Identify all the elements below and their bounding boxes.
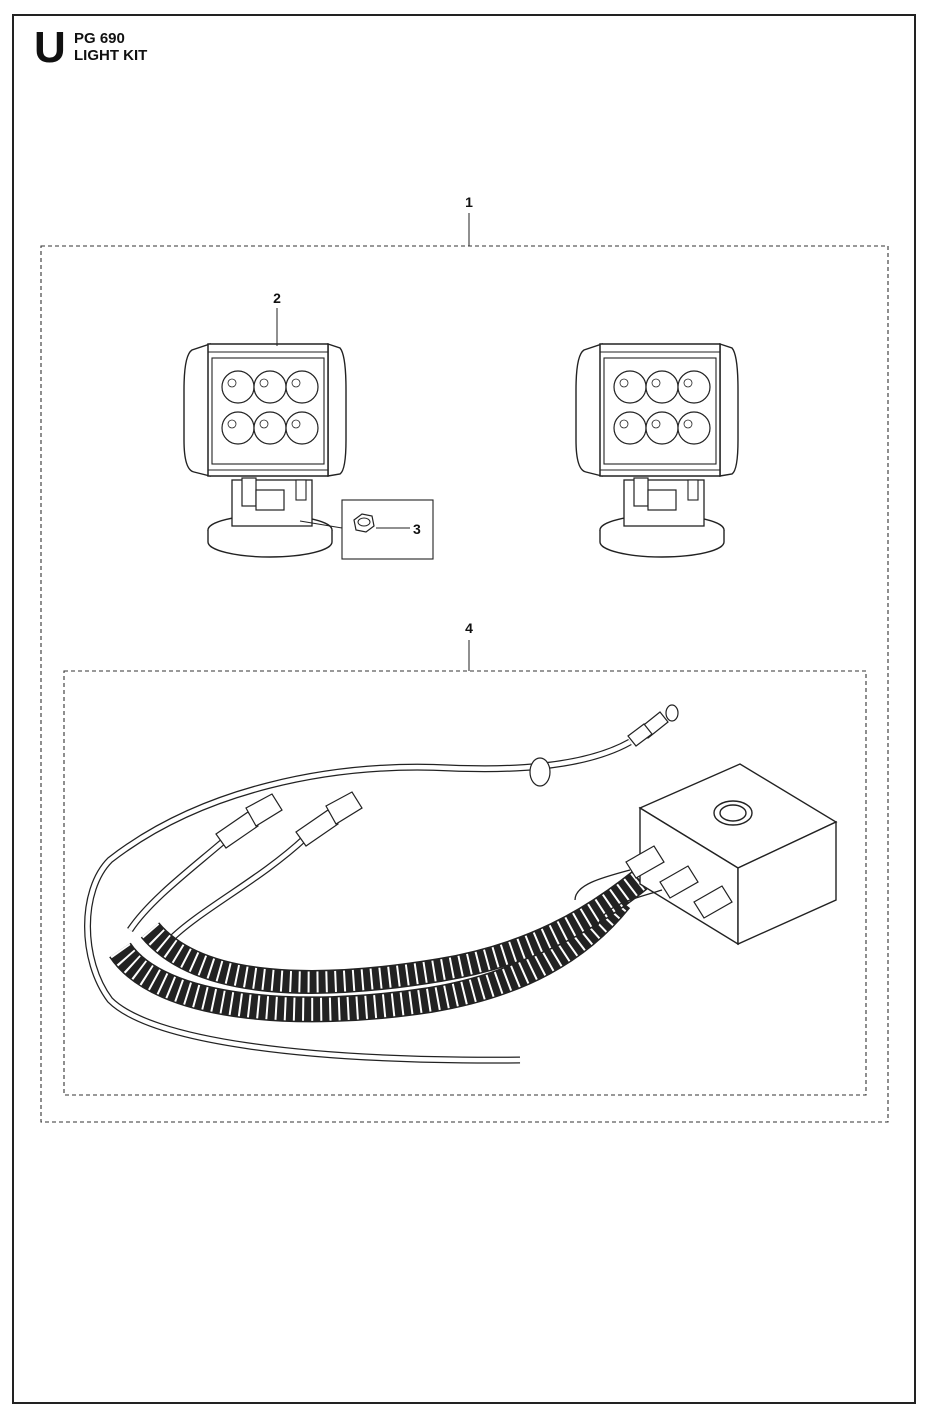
page-title: LIGHT KIT (74, 47, 148, 64)
group-1-boundary (40, 245, 889, 1123)
nut-icon (353, 513, 375, 533)
title-block: PG 690 LIGHT KIT (74, 30, 147, 64)
model-label: PG 690 (74, 30, 125, 47)
page-frame (12, 14, 916, 1404)
callout-4: 4 (465, 620, 473, 636)
switch-box-icon (638, 763, 838, 946)
coiled-cable-icon (109, 870, 648, 1023)
led-work-light-icon (575, 343, 739, 558)
connector-icon (627, 704, 679, 747)
connector-icon (215, 791, 363, 849)
detail-box (341, 499, 434, 560)
connector-icon (625, 845, 733, 919)
callout-1: 1 (465, 194, 473, 210)
group-4-boundary (63, 670, 867, 1096)
callout-2: 2 (273, 290, 281, 306)
section-letter: U (34, 23, 66, 72)
callout-3: 3 (413, 521, 421, 537)
